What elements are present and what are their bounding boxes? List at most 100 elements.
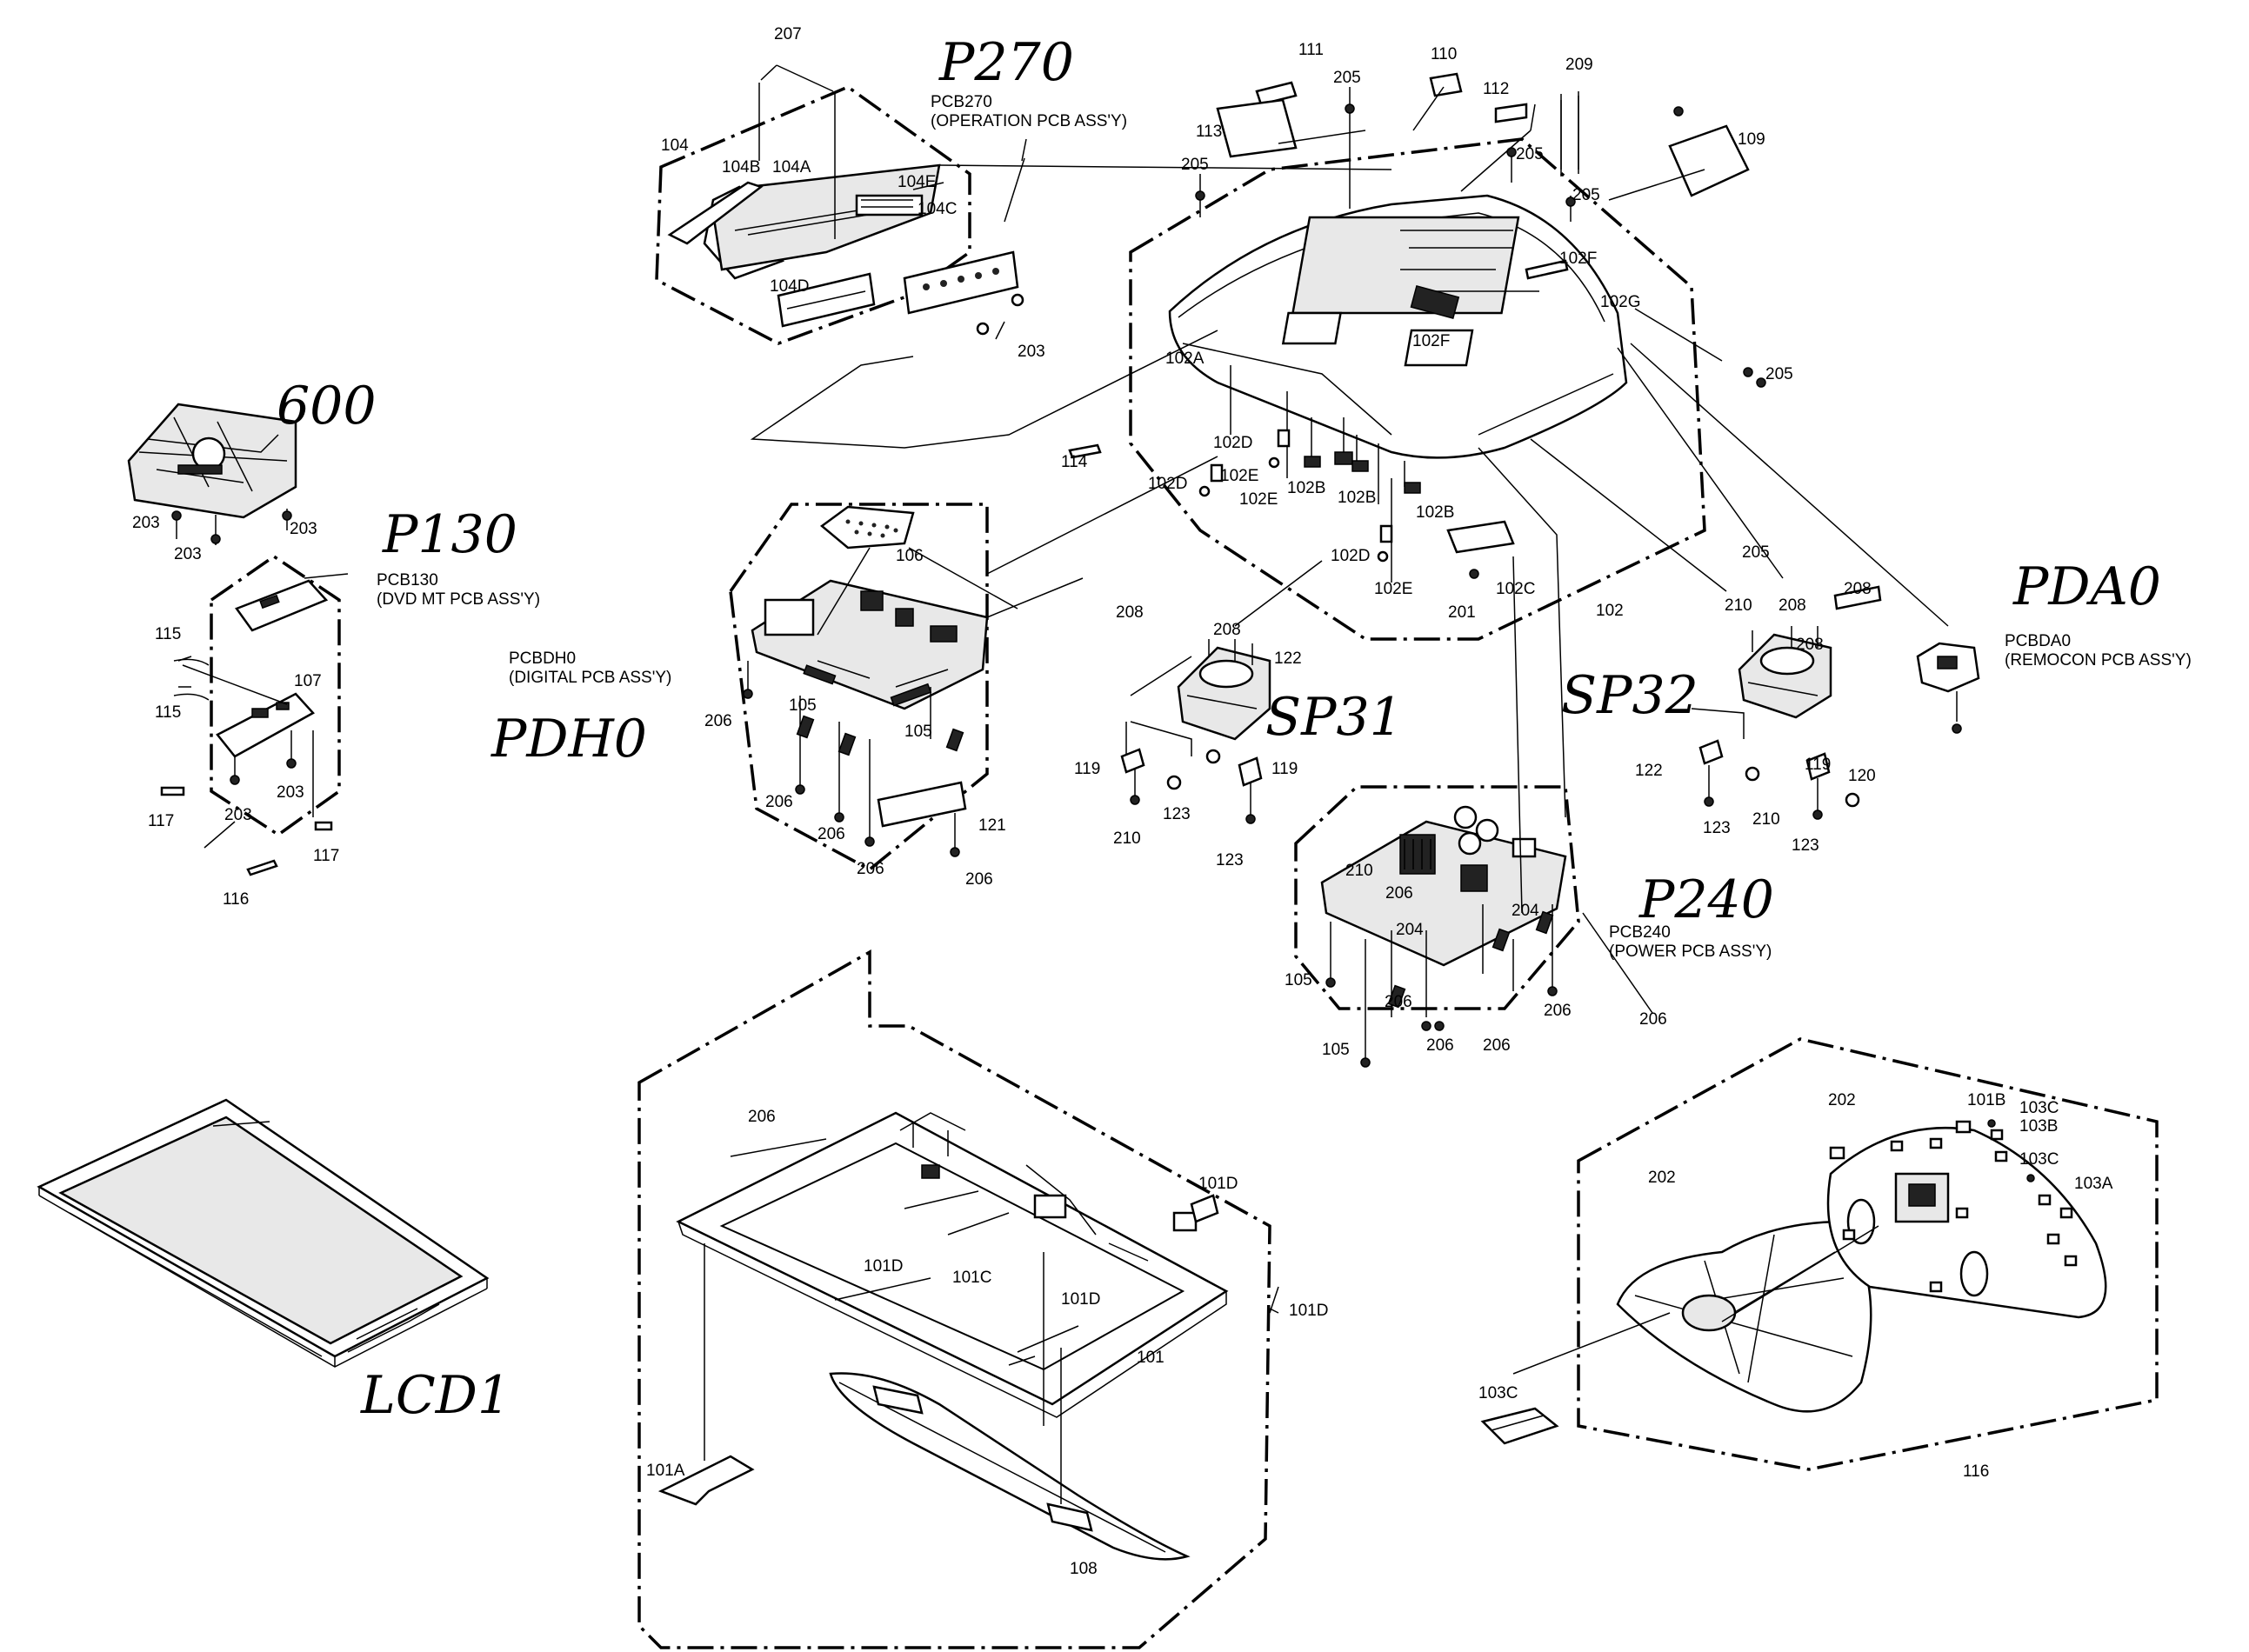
part-callout: 105	[1285, 971, 1312, 989]
part-callout: 102	[1596, 602, 1624, 620]
part-callout: 209	[1565, 56, 1593, 74]
part-callout: 102G	[1600, 293, 1640, 311]
assembly-label-p240: P240	[1638, 869, 1774, 930]
part-callout: 206	[704, 712, 732, 730]
remocon-pcb-part	[1916, 642, 1980, 734]
part-callout: 105	[1322, 1041, 1350, 1059]
part-callout: 119	[1805, 756, 1831, 774]
part-callout: 202	[1648, 1169, 1676, 1187]
part-callout: 119	[1271, 760, 1298, 778]
part-callout: 206	[765, 793, 793, 811]
part-callout: 202	[1828, 1091, 1856, 1109]
part-callout: 123	[1703, 819, 1731, 837]
part-callout: 123	[1792, 836, 1819, 855]
part-callout: 204	[1396, 921, 1424, 939]
outline-stand-group	[1577, 1037, 2159, 1471]
part-callout: 108	[1070, 1560, 1098, 1578]
part-callout: 104C	[918, 200, 957, 218]
dvd-mechanism-part	[127, 403, 297, 545]
part-callout: 103C	[2019, 1099, 2059, 1117]
part-callout: 210	[1113, 829, 1141, 848]
part-callout: 208	[1844, 580, 1872, 598]
part-callout: 210	[1752, 810, 1780, 829]
outline-main-cabinet	[1129, 137, 1706, 641]
part-callout: 114	[1061, 453, 1088, 471]
outline-front-cabinet	[637, 949, 1271, 1649]
part-callout: 208	[1213, 621, 1241, 639]
part-callout: 206	[857, 860, 884, 878]
part-callout: 121	[978, 816, 1006, 835]
part-callout: 117	[148, 812, 174, 830]
part-callout: 105	[904, 723, 932, 741]
part-callout: 104D	[770, 277, 809, 296]
part-callout: 103C	[2019, 1150, 2059, 1169]
part-callout: 102B	[1338, 489, 1376, 507]
part-callout: 102D	[1148, 475, 1187, 493]
pcb-caption-pcb270: PCB270	[931, 93, 992, 111]
assembly-label-pdh0: PDH0	[491, 709, 647, 769]
leader-lines	[177, 86, 1949, 1375]
part-callout: 123	[1163, 805, 1191, 823]
part-callout: 208	[1779, 596, 1806, 615]
front-cabinet-part	[657, 1111, 1229, 1561]
part-callout: 205	[1765, 365, 1793, 383]
part-callout: 206	[1426, 1036, 1454, 1055]
part-callout: 110	[1431, 45, 1457, 63]
part-callout: 104B	[722, 158, 760, 177]
outline-p240-group	[1294, 785, 1580, 1010]
part-callout: 101	[1137, 1349, 1165, 1367]
part-callout: 107	[294, 672, 322, 690]
part-callout: 102B	[1416, 503, 1454, 522]
part-callout: 210	[1725, 596, 1752, 615]
part-callout: 204	[1512, 902, 1539, 920]
digital-pcb-part	[743, 505, 989, 857]
pcb-caption-pcbda0: PCBDA0	[2005, 632, 2071, 650]
part-callout: 104A	[772, 158, 811, 177]
part-callout: 205	[1742, 543, 1770, 562]
part-callout: 103C	[1478, 1384, 1518, 1402]
assembly-label-pda0: PDA0	[2012, 556, 2161, 617]
part-callout: 102E	[1239, 490, 1278, 509]
power-pcb-part	[1320, 805, 1567, 1068]
part-callout: 101D	[1289, 1302, 1328, 1320]
part-callout: 203	[290, 520, 317, 538]
part-callout: 113	[1196, 123, 1222, 141]
part-callout: 206	[965, 870, 993, 889]
assembly-label-p270: P270	[938, 32, 1074, 93]
part-callout: 207	[774, 25, 802, 43]
part-callout: 102D	[1213, 434, 1252, 452]
part-callout: 102C	[1496, 580, 1535, 598]
part-callout: 205	[1572, 186, 1600, 204]
pcb-caption-pcb240: PCB240	[1609, 923, 1671, 942]
assembly-label-sp32: SP32	[1561, 665, 1698, 726]
pcb-caption-desc-pcbda0: (REMOCON PCB ASS'Y)	[2005, 651, 2192, 669]
part-callout: 123	[1216, 851, 1244, 869]
part-callout: 109	[1738, 130, 1765, 149]
part-callout: 208	[1116, 603, 1144, 622]
assembly-label-600: 600	[277, 376, 377, 436]
outline-p130-group	[210, 554, 341, 837]
part-callout: 101D	[864, 1257, 903, 1276]
part-callout: 203	[277, 783, 304, 802]
part-callout: 120	[1848, 767, 1876, 785]
part-callout: 206	[818, 825, 845, 843]
part-callout: 201	[1448, 603, 1476, 622]
shield-plate-106	[819, 505, 915, 550]
assembly-label-p130: P130	[382, 504, 517, 565]
part-callout: 102B	[1287, 479, 1325, 497]
part-callout: 103B	[2019, 1117, 2058, 1136]
part-callout: 116	[1963, 1462, 1989, 1481]
part-callout: 206	[1639, 1010, 1667, 1029]
part-callout: 103A	[2074, 1175, 2113, 1193]
part-callout: 102E	[1374, 580, 1412, 598]
speaker-sp32-part	[1691, 585, 1882, 820]
part-callout: 105	[789, 696, 817, 715]
part-callout: 102E	[1220, 467, 1258, 485]
speaker-sp31-part	[1120, 639, 1271, 824]
part-callout: 203	[224, 806, 252, 824]
part-callout: 206	[748, 1108, 776, 1126]
part-callout: 116	[223, 890, 249, 909]
part-callout: 210	[1345, 862, 1373, 880]
part-callout: 112	[1483, 80, 1509, 98]
part-callout: 206	[1483, 1036, 1511, 1055]
